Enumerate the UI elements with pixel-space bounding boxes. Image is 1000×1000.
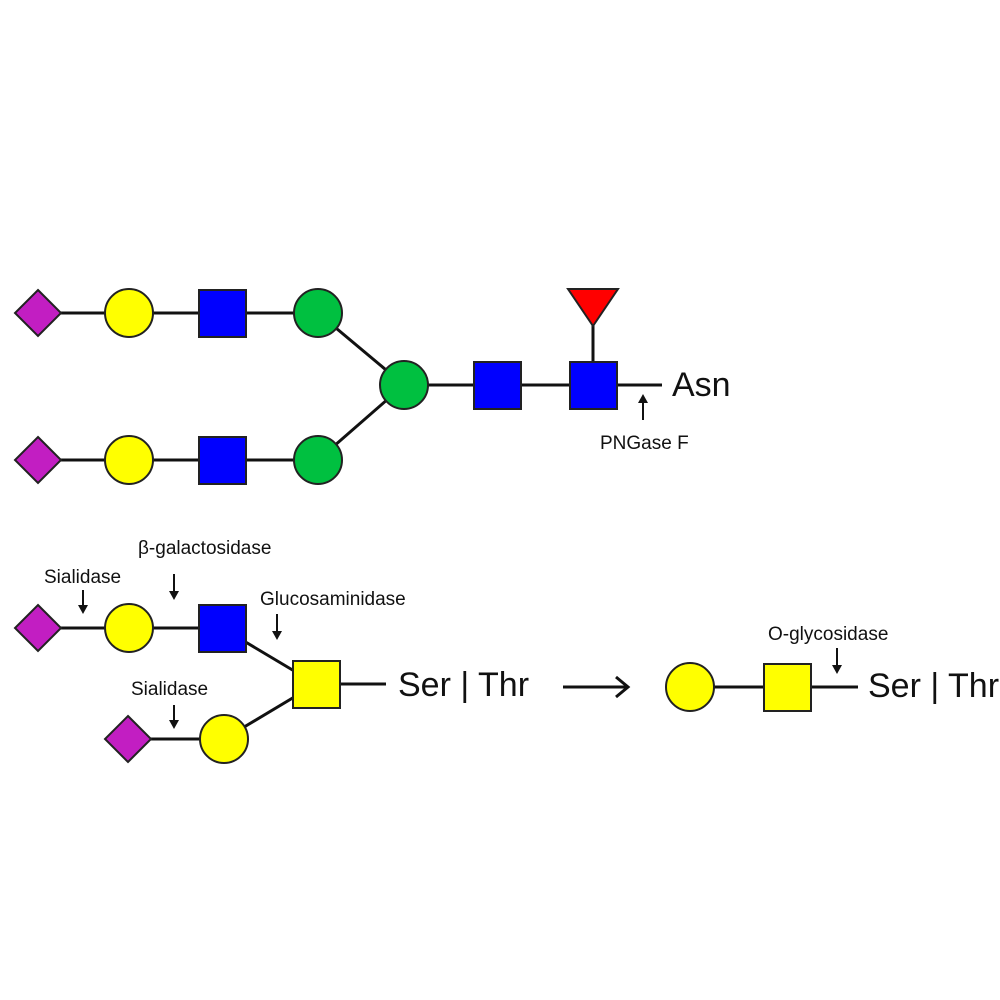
galactosidase-label: β-galactosidase xyxy=(138,538,271,559)
glcnac-square-icon xyxy=(473,361,522,410)
arrow-down-icon xyxy=(78,605,88,614)
galnac-square-icon xyxy=(292,660,341,709)
sialic-acid-diamond-icon xyxy=(103,714,153,764)
n-glycan: Asn PNGase F xyxy=(13,288,731,485)
galactose-circle-icon xyxy=(104,288,154,338)
arrow-down-icon xyxy=(169,591,179,600)
sialic-acid-diamond-icon xyxy=(13,603,63,653)
pngase-label: PNGase F xyxy=(600,433,689,454)
sialidase-lower-label: Sialidase xyxy=(131,679,208,700)
o-glycosidase-label: O-glycosidase xyxy=(768,624,888,645)
o-glycan: Ser | Thr Sialidase β-galactosidase Gluc… xyxy=(13,538,999,764)
arrow-down-icon xyxy=(272,631,282,640)
galactose-circle-icon xyxy=(104,603,154,653)
arrow-down-icon xyxy=(832,665,842,674)
galactose-circle-icon xyxy=(104,435,154,485)
mannose-circle-icon xyxy=(293,288,343,338)
sialic-acid-diamond-icon xyxy=(13,288,63,338)
sialic-acid-diamond-icon xyxy=(13,435,63,485)
glcnac-square-icon xyxy=(198,289,247,338)
sialidase-upper-label: Sialidase xyxy=(44,567,121,588)
glcnac-square-icon xyxy=(198,436,247,485)
pngase-arrow-up-icon xyxy=(638,394,648,403)
reaction-arrow-right-icon xyxy=(615,675,631,699)
mannose-circle-icon xyxy=(293,435,343,485)
galactose-circle-icon xyxy=(665,662,715,712)
arrow-down-icon xyxy=(169,720,179,729)
asn-label: Asn xyxy=(672,366,731,404)
glcnac-square-icon xyxy=(198,604,247,653)
glucosaminidase-label: Glucosaminidase xyxy=(260,589,406,610)
glcnac-core-square-icon xyxy=(569,361,618,410)
result-ser-thr-label: Ser | Thr xyxy=(868,667,999,705)
fucose-triangle-icon xyxy=(566,288,620,328)
mannose-core-circle-icon xyxy=(379,360,429,410)
galnac-square-icon xyxy=(763,663,812,712)
ser-thr-label: Ser | Thr xyxy=(398,666,529,704)
galactose-circle-icon xyxy=(199,714,249,764)
